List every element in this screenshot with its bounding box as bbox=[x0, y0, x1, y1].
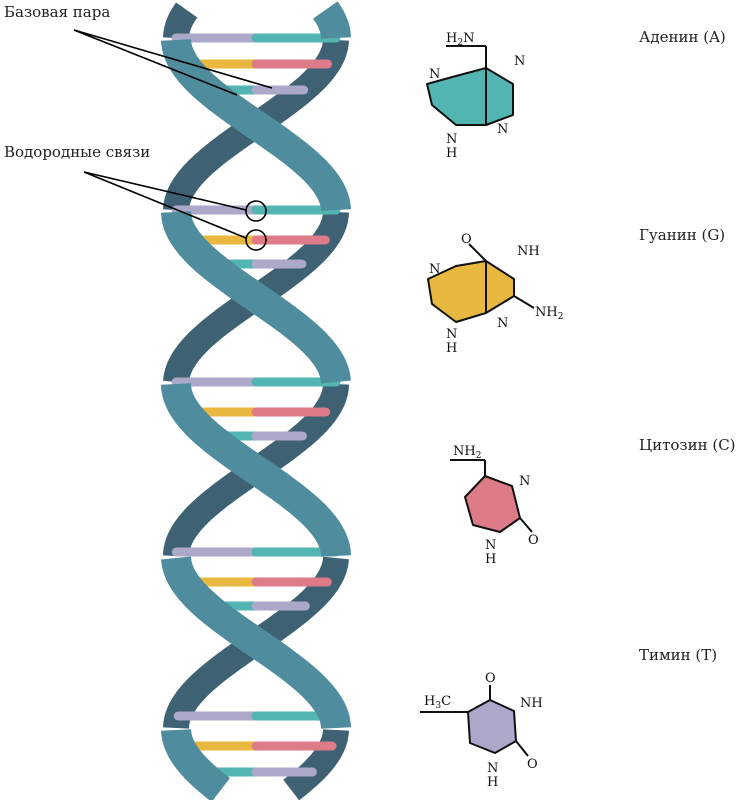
adenine-n: N bbox=[497, 122, 508, 137]
base-pair-label: Базовая пара bbox=[4, 3, 110, 21]
back-strand-segment bbox=[283, 729, 349, 800]
back-strand-segment bbox=[163, 2, 198, 39]
front-strand-segment bbox=[161, 211, 351, 384]
thymine-h: H bbox=[487, 775, 498, 790]
guanine-n: N bbox=[446, 327, 457, 342]
hydrogen-bonds-label: Водородные связи bbox=[4, 143, 150, 161]
guanine-o: O bbox=[461, 232, 472, 247]
thymine-structure: H3C O NH O N H bbox=[420, 671, 543, 790]
thymine-nh: NH bbox=[520, 696, 543, 711]
adenine-n: N bbox=[514, 54, 525, 69]
front-strand-segment bbox=[161, 383, 351, 557]
hydrogen-bond-circle bbox=[245, 229, 267, 251]
adenine-structure: H2N N N N N H bbox=[426, 31, 525, 161]
guanine-nh2: NH2 bbox=[535, 305, 563, 322]
adenine-amine: H2N bbox=[446, 31, 474, 48]
thymine-n: N bbox=[487, 761, 498, 776]
dna-front-strand bbox=[161, 1, 351, 800]
cytosine-nh2: NH2 bbox=[453, 444, 481, 461]
guanine-h: H bbox=[446, 341, 457, 356]
guanine-nh: NH bbox=[517, 244, 540, 259]
front-strand-segment bbox=[313, 1, 351, 39]
thymine-o: O bbox=[485, 671, 496, 686]
thymine-label: Тимин (T) bbox=[639, 646, 717, 664]
cytosine-n: N bbox=[519, 474, 530, 489]
front-strand-segment bbox=[161, 556, 351, 729]
adenine-h: H bbox=[446, 146, 457, 161]
guanine-structure: O NH N N NH2 N H bbox=[427, 232, 563, 356]
cytosine-structure: NH2 N O N H bbox=[450, 444, 539, 567]
cytosine-label: Цитозин (C) bbox=[639, 436, 736, 454]
guanine-label: Гуанин (G) bbox=[639, 226, 725, 244]
hydrogen-bond-circle bbox=[245, 200, 267, 222]
cytosine-n: N bbox=[485, 538, 496, 553]
front-strand-segment bbox=[161, 39, 351, 211]
adenine-n: N bbox=[446, 132, 457, 147]
cytosine-o: O bbox=[528, 533, 539, 548]
guanine-n: N bbox=[429, 262, 440, 277]
thymine-o: O bbox=[527, 757, 538, 772]
hydrogen-bonds-pointer bbox=[83, 171, 267, 251]
base-pair-pointer bbox=[73, 29, 273, 96]
front-strand-segment bbox=[161, 729, 230, 800]
thymine-ch3: H3C bbox=[424, 694, 451, 711]
adenine-label: Аденин (A) bbox=[639, 28, 726, 46]
guanine-n: N bbox=[497, 316, 508, 331]
cytosine-h: H bbox=[485, 552, 496, 567]
adenine-n: N bbox=[429, 67, 440, 82]
